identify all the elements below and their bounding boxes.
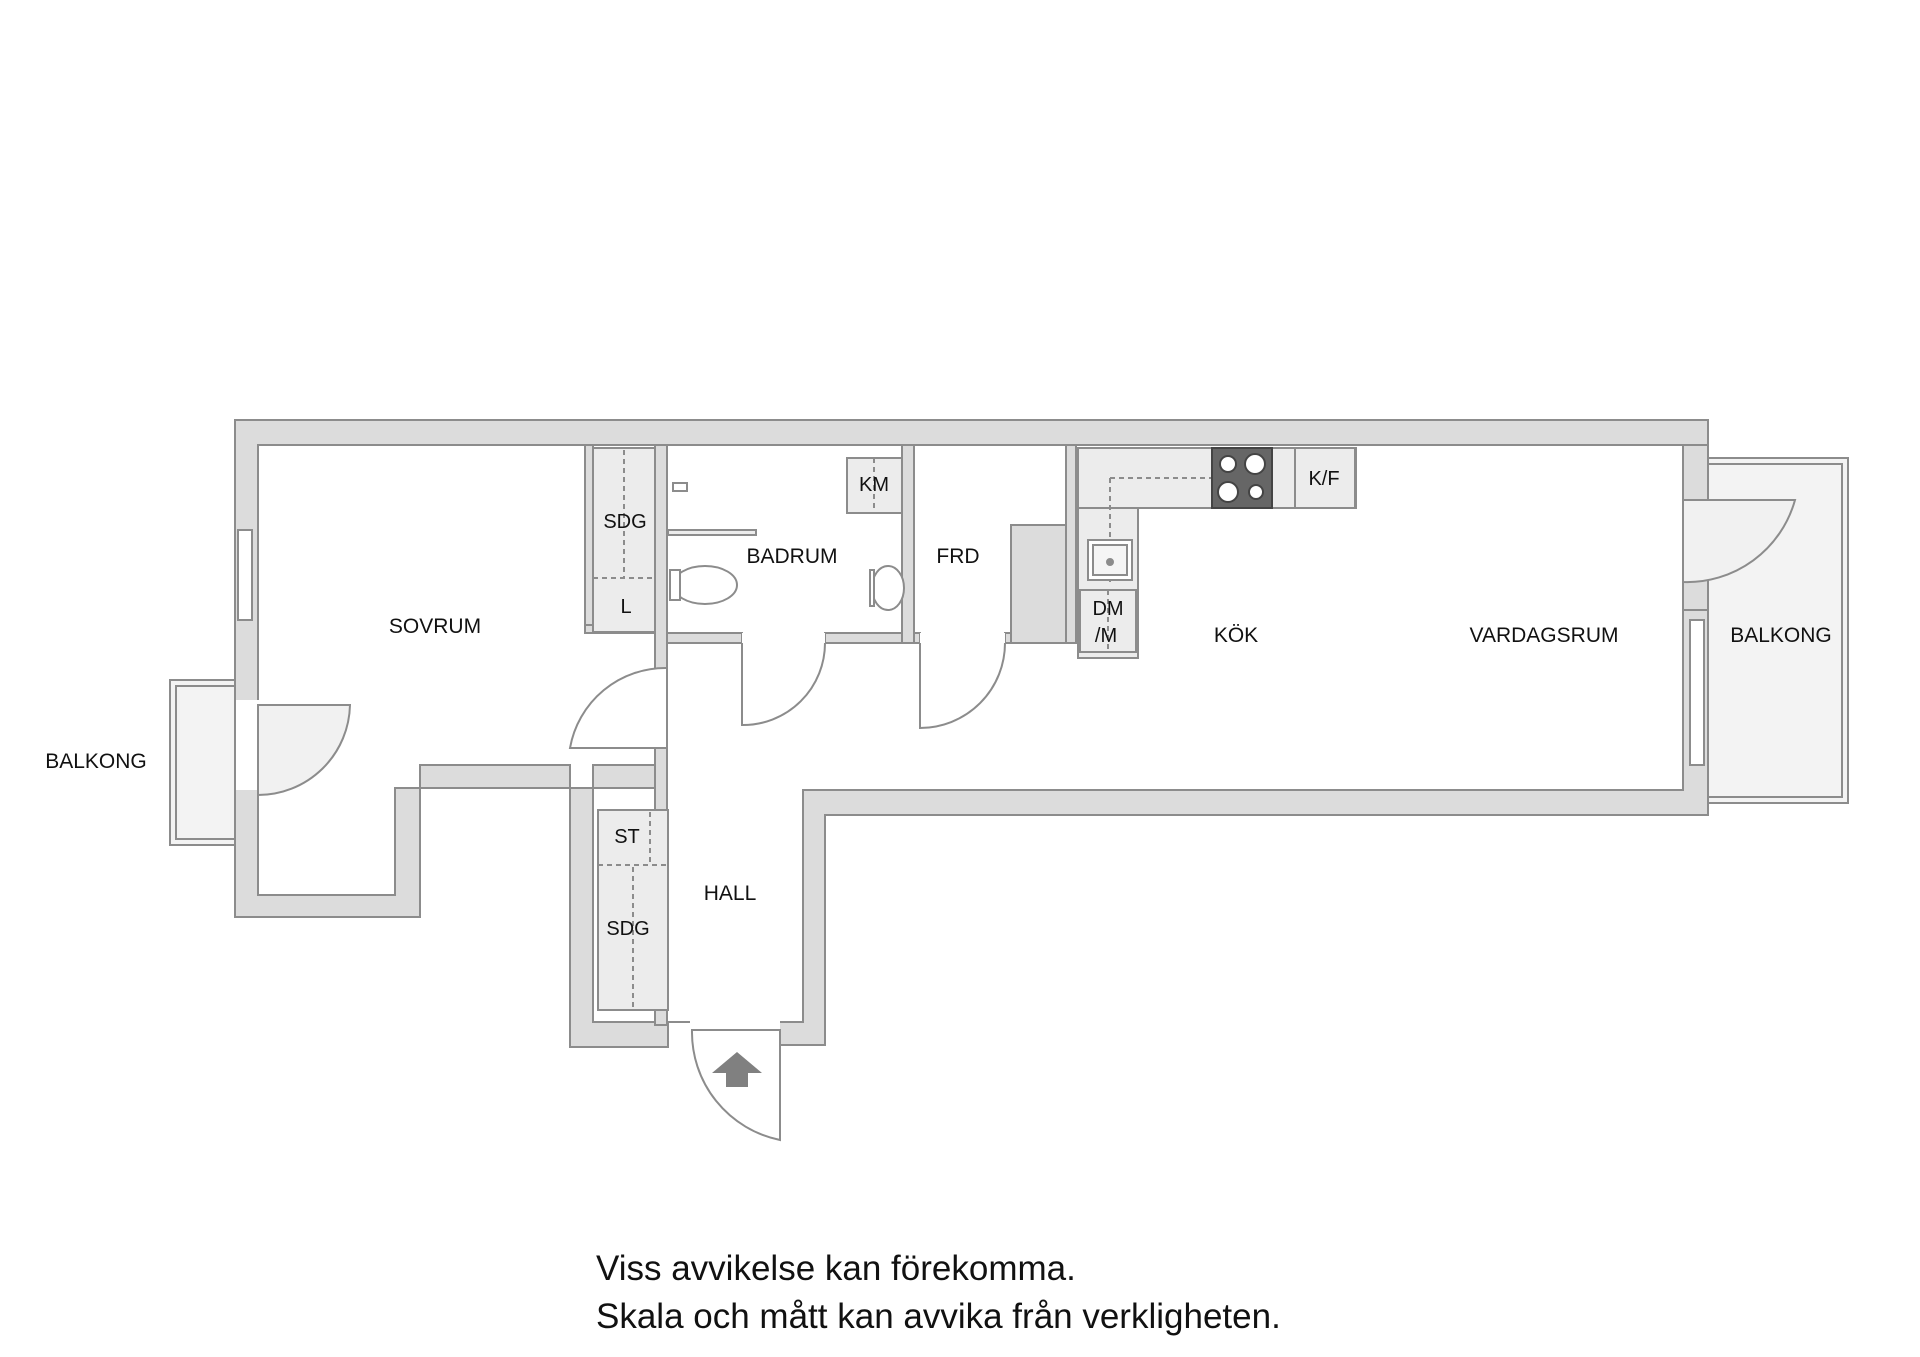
- label-sovrum: SOVRUM: [389, 615, 481, 638]
- label-badrum: BADRUM: [746, 545, 837, 568]
- outer-wall: [234, 419, 1709, 1048]
- door-badrum: [741, 642, 826, 727]
- doors: [257, 499, 1797, 1142]
- stove: [1211, 447, 1273, 509]
- window-vardagsrum: [1689, 619, 1705, 766]
- label-st: ST: [614, 826, 640, 848]
- windows: [237, 529, 1705, 766]
- entrance-arrow-icon: [712, 1052, 762, 1087]
- balcony-left: [169, 679, 236, 846]
- toilet: [672, 565, 738, 605]
- label-sdg-lower: SDG: [606, 918, 649, 940]
- bath-rail: [667, 529, 757, 536]
- label-kok: KÖK: [1214, 624, 1258, 647]
- label-km: KM: [859, 474, 889, 496]
- window-sovrum: [237, 529, 253, 621]
- label-dm-line2: /M: [1095, 625, 1117, 647]
- door-balcony-right: [1682, 499, 1797, 584]
- walls: [234, 419, 1709, 1048]
- kf-unit: [1294, 447, 1356, 509]
- label-vardagsrum: VARDAGSRUM: [1470, 624, 1619, 647]
- door-balcony-left: [257, 704, 352, 797]
- shower-head: [672, 482, 688, 492]
- washbasin: [871, 565, 905, 611]
- label-sdg-upper: SDG: [603, 511, 646, 533]
- disclaimer-line-2: Skala och mått kan avvika från verklighe…: [596, 1297, 1281, 1336]
- label-balkong-right: BALKONG: [1730, 624, 1832, 647]
- label-balkong-left: BALKONG: [45, 750, 147, 773]
- label-l: L: [620, 596, 631, 618]
- label-frd: FRD: [936, 545, 979, 568]
- fixtures: [592, 447, 1357, 1011]
- disclaimer: Viss avvikelse kan förekomma. Skala och …: [596, 1245, 1496, 1341]
- label-hall: HALL: [704, 882, 757, 905]
- label-kf: K/F: [1308, 468, 1339, 490]
- label-dm-line1: DM: [1092, 598, 1123, 620]
- disclaimer-line-1: Viss avvikelse kan förekomma.: [596, 1249, 1076, 1288]
- door-frd: [919, 642, 1006, 730]
- door-sovrum: [568, 666, 668, 749]
